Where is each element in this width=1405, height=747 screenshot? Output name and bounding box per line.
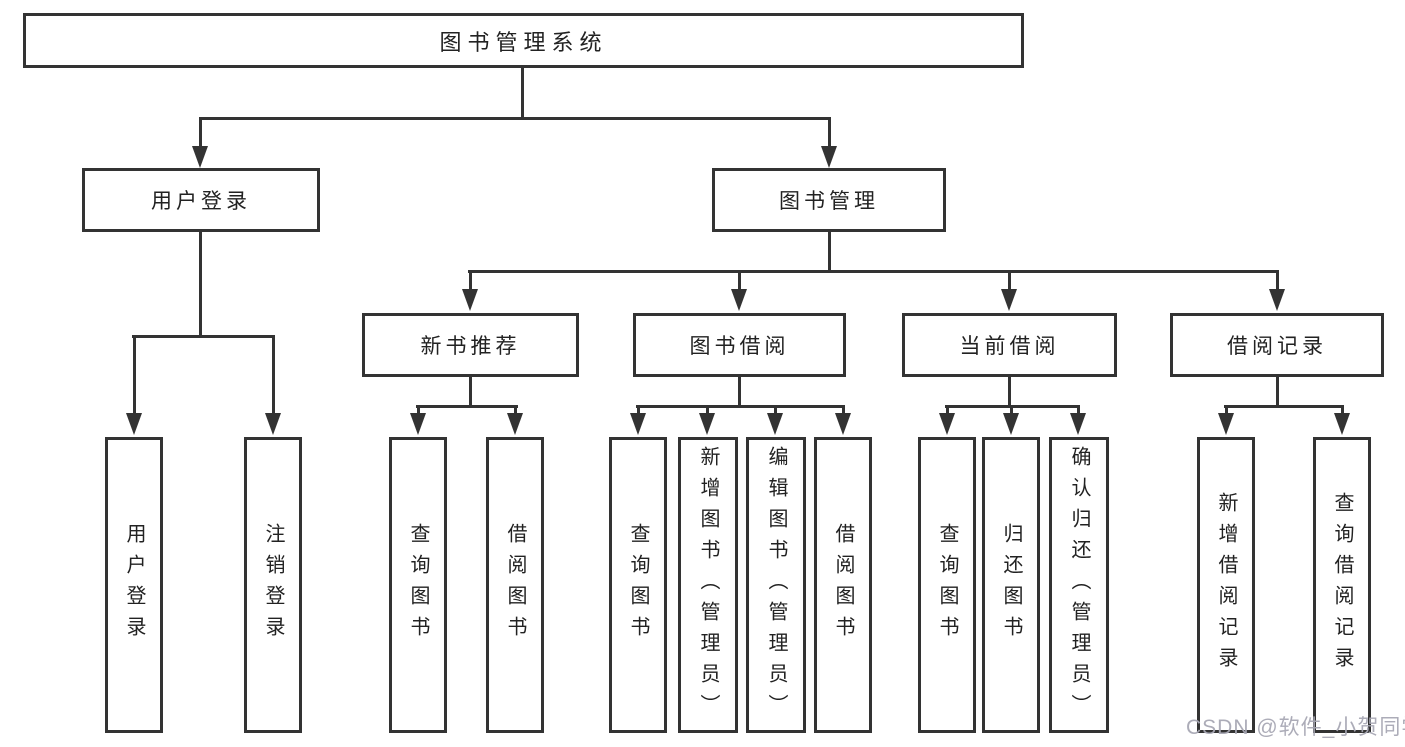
connector-root-split (199, 117, 831, 120)
leaf-borrow-query-label: 查询图书 (627, 523, 649, 647)
leaf-current-return-label: 归还图书 (1000, 523, 1022, 647)
arrowhead-current-query (939, 413, 955, 435)
connector-bookborrow-stem (738, 377, 741, 407)
arrowhead-book-borrow (731, 289, 747, 311)
connector-bookborrow-drop-1 (637, 405, 640, 415)
connector-userlogin-drop-2 (272, 335, 275, 415)
connector-bookmgmt-drop-2 (738, 270, 741, 290)
node-user-login-label: 用户登录 (151, 190, 251, 213)
leaf-records-add: 新增借阅记录 (1197, 437, 1255, 733)
node-root-label: 图书管理系统 (439, 29, 608, 55)
node-book-borrow: 图书借阅 (633, 313, 846, 377)
connector-root-drop-left (199, 117, 202, 150)
leaf-borrow-borrow: 借阅图书 (814, 437, 872, 733)
arrowhead-new-book (462, 289, 478, 311)
connector-newbook-drop-2 (514, 405, 517, 415)
connector-records-drop-1 (1225, 405, 1228, 415)
arrowhead-book-management (821, 146, 837, 168)
connector-currentborrow-stem (1008, 377, 1011, 407)
leaf-current-return: 归还图书 (982, 437, 1040, 733)
connector-bookmgmt-drop-4 (1276, 270, 1279, 290)
node-new-book-label: 新书推荐 (420, 335, 521, 358)
connector-currentborrow-drop-2 (1010, 405, 1013, 415)
connector-newbook-split (416, 405, 518, 408)
leaf-logout: 注销登录 (244, 437, 302, 733)
leaf-current-query-label: 查询图书 (936, 523, 958, 647)
leaf-borrow-add-label: 新增图书（管理员） (697, 445, 719, 725)
leaf-newbook-query: 查询图书 (389, 437, 447, 733)
leaf-logout-label: 注销登录 (262, 523, 284, 647)
node-book-management-label: 图书管理 (779, 190, 879, 213)
leaf-records-query: 查询借阅记录 (1313, 437, 1371, 733)
leaf-newbook-borrow: 借阅图书 (486, 437, 544, 733)
connector-currentborrow-drop-1 (946, 405, 949, 415)
leaf-borrow-edit: 编辑图书（管理员） (746, 437, 806, 733)
leaf-borrow-borrow-label: 借阅图书 (832, 523, 854, 647)
node-current-borrow: 当前借阅 (902, 313, 1117, 377)
connector-currentborrow-drop-3 (1077, 405, 1080, 415)
connector-records-split (1224, 405, 1344, 408)
node-current-borrow-label: 当前借阅 (959, 335, 1060, 358)
arrowhead-records-query (1334, 413, 1350, 435)
connector-bookmgmt-drop-3 (1008, 270, 1011, 290)
connector-userlogin-split (132, 335, 275, 338)
node-borrow-records: 借阅记录 (1170, 313, 1384, 377)
connector-bookborrow-split (636, 405, 845, 408)
connector-bookmgmt-split (468, 270, 1279, 273)
connector-bookborrow-drop-2 (706, 405, 709, 415)
leaf-borrow-add: 新增图书（管理员） (678, 437, 738, 733)
arrowhead-leaf-logout (265, 413, 281, 435)
node-book-borrow-label: 图书借阅 (689, 335, 790, 358)
leaf-user-login-label: 用户登录 (123, 523, 145, 647)
arrowhead-records-add (1218, 413, 1234, 435)
arrowhead-current-return (1003, 413, 1019, 435)
connector-userlogin-drop-1 (133, 335, 136, 415)
arrowhead-newbook-borrow (507, 413, 523, 435)
leaf-user-login: 用户登录 (105, 437, 163, 733)
arrowhead-borrow-query (630, 413, 646, 435)
arrowhead-current-borrow (1001, 289, 1017, 311)
connector-newbook-drop-1 (417, 405, 420, 415)
leaf-newbook-query-label: 查询图书 (407, 523, 429, 647)
node-user-login: 用户登录 (82, 168, 320, 232)
connector-bookborrow-drop-4 (842, 405, 845, 415)
connector-userlogin-stem (199, 232, 202, 337)
connector-newbook-stem (469, 377, 472, 407)
arrowhead-borrow-borrow (835, 413, 851, 435)
leaf-borrow-edit-label: 编辑图书（管理员） (765, 445, 787, 725)
arrowhead-borrow-edit (767, 413, 783, 435)
leaf-borrow-query: 查询图书 (609, 437, 667, 733)
connector-bookborrow-drop-3 (774, 405, 777, 415)
leaf-records-add-label: 新增借阅记录 (1215, 492, 1237, 678)
connector-root-drop-right (828, 117, 831, 150)
arrowhead-borrow-records (1269, 289, 1285, 311)
node-borrow-records-label: 借阅记录 (1227, 335, 1327, 358)
leaf-current-confirm-label: 确认归还（管理员） (1068, 445, 1090, 725)
connector-records-stem (1276, 377, 1279, 407)
connector-bookmgmt-drop-1 (469, 270, 472, 290)
watermark: CSDN @软件_小贺同学 (1186, 716, 1405, 739)
node-new-book: 新书推荐 (362, 313, 579, 377)
arrowhead-current-confirm (1070, 413, 1086, 435)
arrowhead-borrow-add (699, 413, 715, 435)
connector-root-stem (521, 68, 524, 119)
arrowhead-leaf-login (126, 413, 142, 435)
connector-bookmgmt-stem (828, 232, 831, 272)
arrowhead-newbook-query (410, 413, 426, 435)
node-root: 图书管理系统 (23, 13, 1024, 68)
leaf-current-query: 查询图书 (918, 437, 976, 733)
arrowhead-user-login (192, 146, 208, 168)
leaf-current-confirm: 确认归还（管理员） (1049, 437, 1109, 733)
node-book-management: 图书管理 (712, 168, 946, 232)
leaf-records-query-label: 查询借阅记录 (1331, 492, 1353, 678)
connector-records-drop-2 (1341, 405, 1344, 415)
leaf-newbook-borrow-label: 借阅图书 (504, 523, 526, 647)
